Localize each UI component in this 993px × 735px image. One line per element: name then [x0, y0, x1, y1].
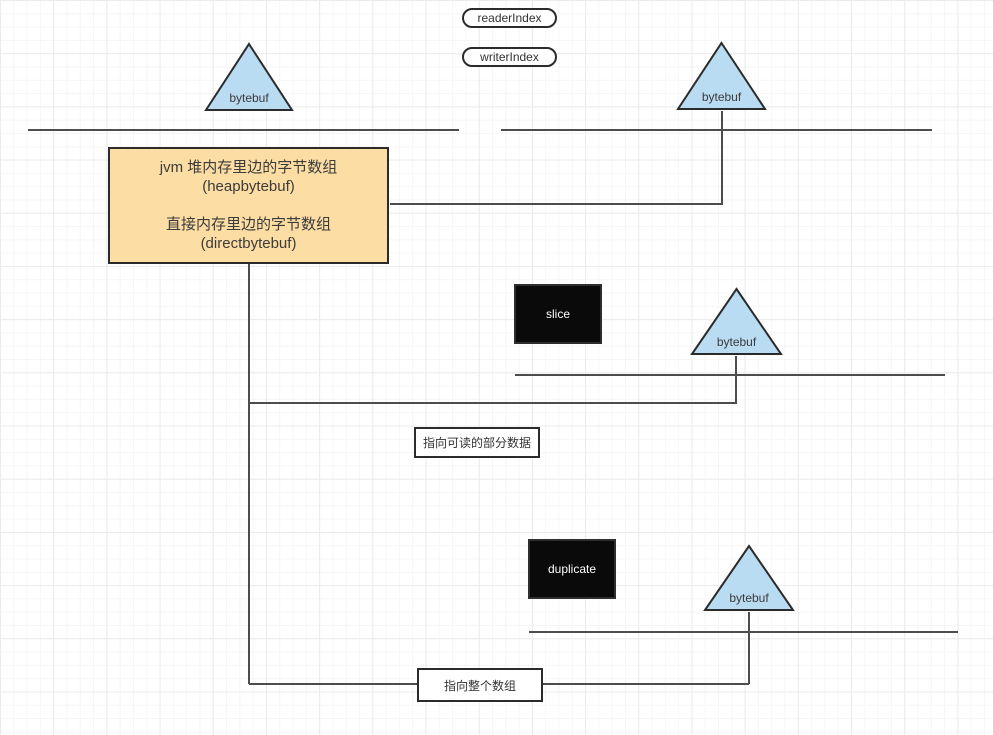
reader-index-label: readerIndex	[477, 11, 542, 25]
memory-box-line: (directbytebuf)	[200, 235, 297, 252]
bytebuf-label: bytebuf	[716, 335, 757, 349]
writer-index-node[interactable]: writerIndex	[462, 47, 557, 67]
writer-index-label: writerIndex	[480, 50, 539, 64]
bytebuf-triangle-top-left[interactable]: bytebuf	[204, 42, 294, 112]
memory-box-line: 直接内存里边的字节数组	[165, 216, 331, 233]
slice-node-label: slice	[545, 307, 570, 321]
slice-triangle-to-stem-connector	[249, 356, 737, 404]
duplicate-note-box[interactable]: 指向整个数组	[417, 668, 543, 702]
reader-index-node[interactable]: readerIndex	[462, 8, 557, 28]
triangle-icon	[690, 287, 783, 355]
slice-node[interactable]: slice	[514, 284, 602, 344]
bytebuf-triangle-duplicate[interactable]: bytebuf	[703, 544, 795, 612]
duplicate-note-label: 指向整个数组	[443, 678, 516, 693]
memory-description-box[interactable]: jvm 堆内存里边的字节数组 (heapbytebuf) 直接内存里边的字节数组…	[108, 147, 389, 264]
memory-box-line: jvm 堆内存里边的字节数组	[159, 159, 338, 176]
duplicate-node-label: duplicate	[547, 562, 597, 576]
triangle-icon	[204, 42, 294, 111]
bytebuf-label: bytebuf	[229, 91, 269, 105]
bytebuf-triangle-top-right[interactable]: bytebuf	[676, 41, 767, 111]
bytebuf-label: bytebuf	[701, 90, 742, 104]
triangle-icon	[703, 544, 795, 611]
memory-box-line: (heapbytebuf)	[202, 178, 295, 195]
bytebuf-triangle-slice[interactable]: bytebuf	[690, 287, 783, 356]
duplicate-node[interactable]: duplicate	[528, 539, 616, 599]
slice-note-label: 指向可读的部分数据	[422, 436, 531, 450]
slice-note-box[interactable]: 指向可读的部分数据	[414, 427, 540, 458]
top-right-triangle-to-memory-box-connector	[390, 111, 723, 205]
triangle-icon	[676, 41, 767, 110]
bytebuf-label: bytebuf	[729, 591, 769, 605]
